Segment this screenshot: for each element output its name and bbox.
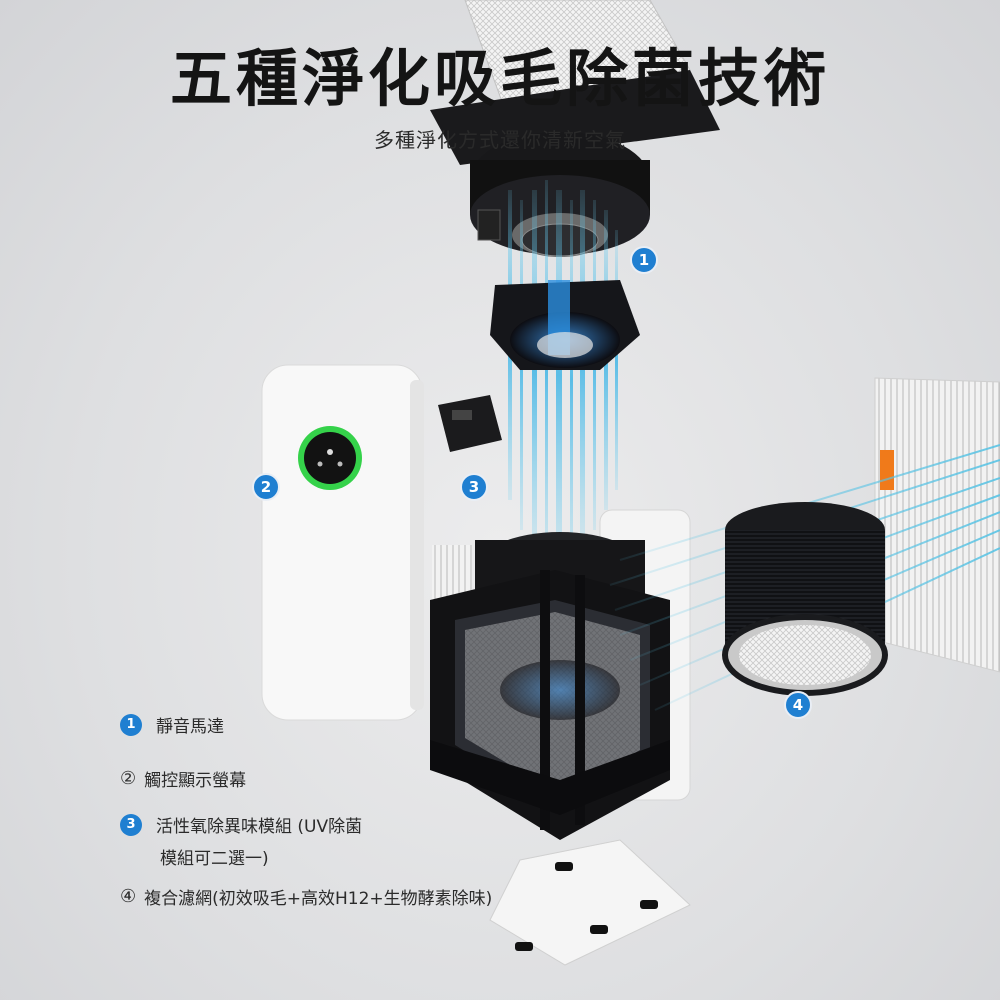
callout-badge-3: 3 — [460, 473, 488, 501]
legend-item-filter: ④ 複合濾網(初效吸毛+高效H12+生物酵素除味) — [120, 884, 492, 909]
callout-badge-1: 1 — [630, 246, 658, 274]
legend-item-motor: 1 靜音馬達 — [120, 712, 224, 737]
legend-text-uv-module-continued: 模組可二選一) — [160, 849, 269, 869]
page-title: 五種淨化吸毛除菌技術 — [169, 42, 830, 115]
prefilter-grille-part — [874, 377, 1000, 673]
legend-text-motor: 靜音馬達 — [156, 717, 224, 737]
main-frame-part — [430, 532, 670, 840]
top-grille-part — [430, 0, 720, 165]
legend-text-display: 觸控顯示螢幕 — [144, 771, 247, 791]
front-panel-part — [261, 364, 424, 721]
legend-number-4: ④ — [120, 886, 137, 907]
legend-item-uv-module-continued: 模組可二選一) — [160, 844, 269, 869]
legend-number-2: ② — [120, 768, 137, 789]
legend-text-filter: 複合濾網(初效吸毛+高效H12+生物酵素除味) — [144, 889, 493, 909]
silent-motor-part — [490, 280, 640, 370]
bottom-base-part — [489, 839, 691, 966]
composite-filter-part — [722, 502, 888, 696]
uv-module-part — [438, 395, 502, 452]
callout-badge-4: 4 — [784, 691, 812, 719]
callout-badge-2: 2 — [252, 473, 280, 501]
legend-item-uv-module: 3 活性氧除異味模組 (UV除菌 — [120, 812, 362, 837]
legend-item-display: ② 觸控顯示螢幕 — [120, 766, 246, 791]
page-subtitle: 多種淨化方式還你清新空氣 — [374, 128, 626, 152]
legend-number-1: 1 — [120, 713, 142, 736]
legend-text-uv-module: 活性氧除異味模組 (UV除菌 — [156, 817, 363, 837]
legend-number-3: 3 — [120, 813, 142, 836]
